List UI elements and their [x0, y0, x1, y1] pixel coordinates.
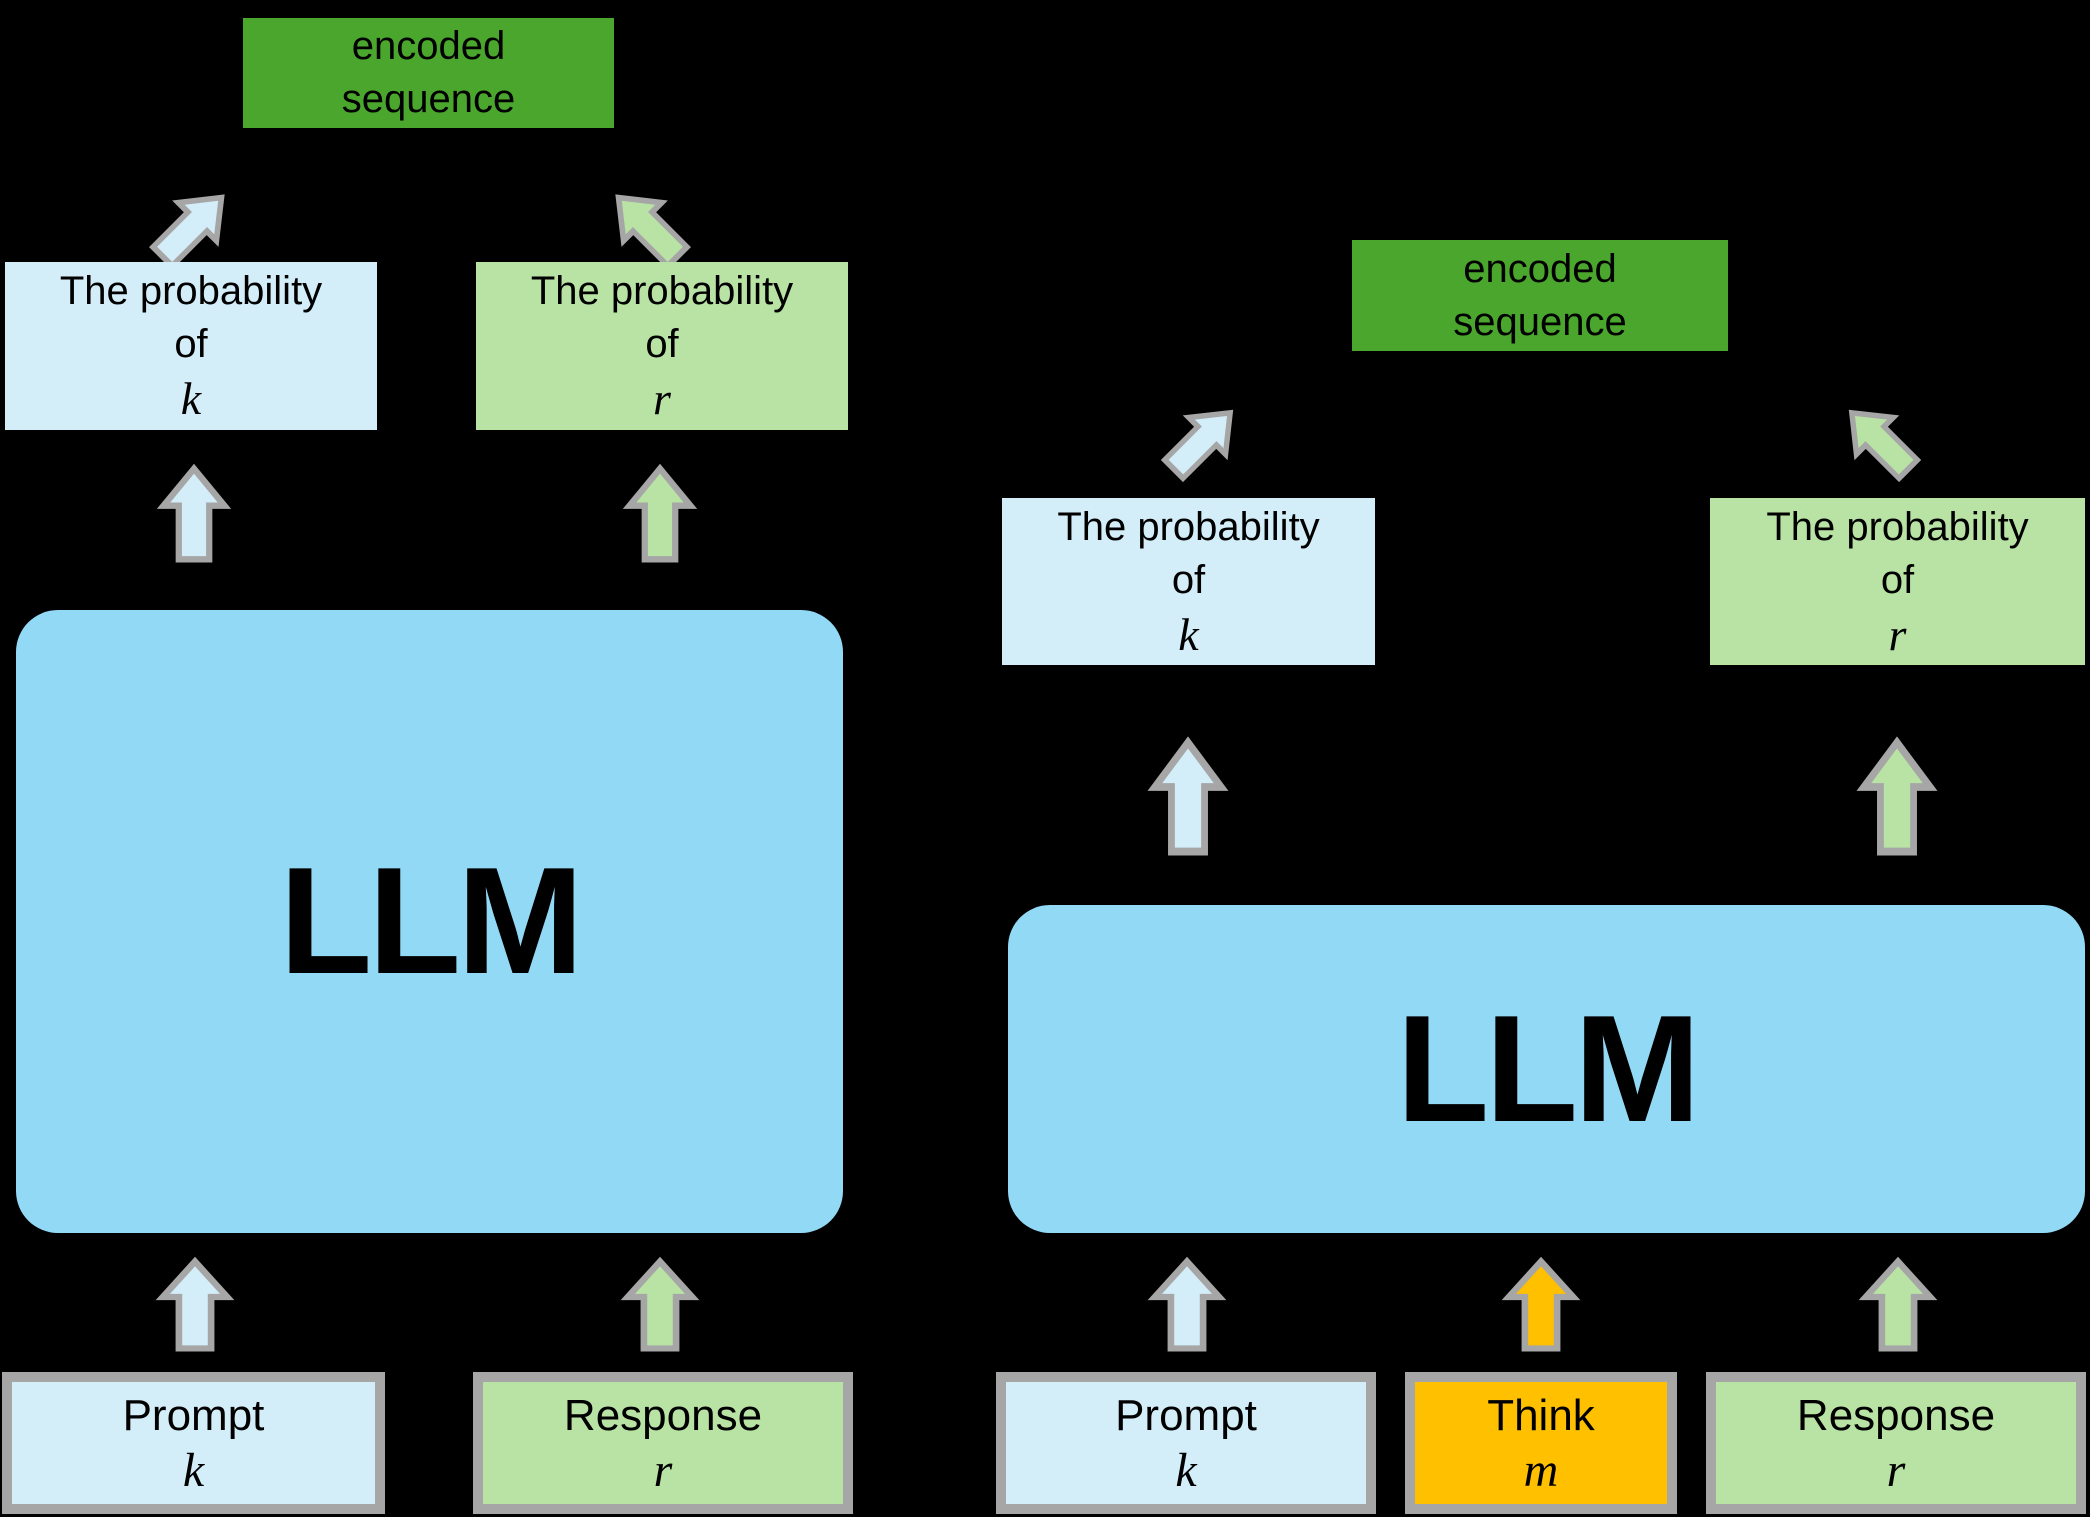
prompt-to-llm-arrow-icon: [1147, 1256, 1227, 1352]
think-to-llm-arrow-icon: [1501, 1256, 1581, 1352]
response-label: Response: [1796, 1391, 1996, 1440]
llm-to-prob-k-arrow-icon: [1147, 736, 1229, 856]
prob-r-symbol: r: [653, 373, 671, 424]
response-label: Response: [563, 1391, 763, 1440]
prompt-k-box: Prompt k: [2, 1372, 385, 1514]
prob-k-line1: The probability: [1057, 504, 1320, 549]
encoded-line1: encoded: [351, 24, 506, 68]
encoded-line2: sequence: [1453, 299, 1627, 344]
think-m-box: Think m: [1405, 1372, 1677, 1514]
prob-r-line1: The probability: [530, 269, 794, 313]
llm-to-prob-r-arrow-icon: [1856, 736, 1938, 856]
response-to-llm-arrow-icon: [620, 1256, 700, 1352]
prob-k-to-encoded-arrow-icon: [139, 174, 245, 280]
prob-r-line2: of: [645, 322, 679, 366]
prompt-symbol: k: [1175, 1444, 1197, 1497]
encoded-line1: encoded: [1463, 246, 1617, 291]
llm-to-prob-r-arrow-icon: [622, 463, 698, 563]
llm-to-prob-k-arrow-icon: [156, 463, 232, 563]
prompt-to-llm-arrow-icon: [155, 1256, 235, 1352]
response-to-llm-arrow-icon: [1858, 1256, 1938, 1352]
llm-label: LLM: [279, 836, 583, 1006]
prob-k-line2: of: [1171, 557, 1206, 602]
prompt-symbol: k: [182, 1444, 205, 1497]
llm-label: LLM: [1396, 983, 1700, 1154]
prompt-k-box: Prompt k: [996, 1372, 1376, 1514]
probability-of-r-box: The probability of r: [476, 262, 848, 430]
think-symbol: m: [1523, 1444, 1559, 1497]
response-symbol: r: [653, 1444, 673, 1497]
think-label: Think: [1487, 1391, 1595, 1440]
prob-k-to-encoded-arrow-icon: [1151, 390, 1253, 492]
prompt-label: Prompt: [122, 1391, 265, 1440]
prob-r-to-encoded-arrow-icon: [1829, 390, 1931, 492]
prob-r-line1: The probability: [1766, 504, 2029, 549]
llm-box: LLM: [16, 610, 843, 1233]
prob-r-line2: of: [1880, 557, 1915, 602]
response-r-box: Response r: [1706, 1372, 2086, 1514]
prob-k-symbol: k: [180, 373, 202, 424]
prob-r-symbol: r: [1888, 608, 1907, 660]
response-symbol: r: [1886, 1444, 1906, 1497]
prob-k-line2: of: [174, 322, 208, 366]
prob-r-to-encoded-arrow-icon: [595, 174, 701, 280]
prob-k-line1: The probability: [59, 269, 323, 313]
encoded-line2: sequence: [341, 77, 516, 121]
probability-of-r-box: The probability of r: [1710, 498, 2085, 665]
probability-of-k-box: The probability of k: [5, 262, 377, 430]
llm-box: LLM: [1008, 905, 2085, 1233]
prompt-label: Prompt: [1115, 1391, 1257, 1440]
response-r-box: Response r: [473, 1372, 853, 1514]
encoded-sequence-box: encoded sequence: [243, 18, 614, 128]
encoded-sequence-box: encoded sequence: [1352, 240, 1728, 351]
prob-k-symbol: k: [1178, 608, 1199, 660]
probability-of-k-box: The probability of k: [1002, 498, 1375, 665]
